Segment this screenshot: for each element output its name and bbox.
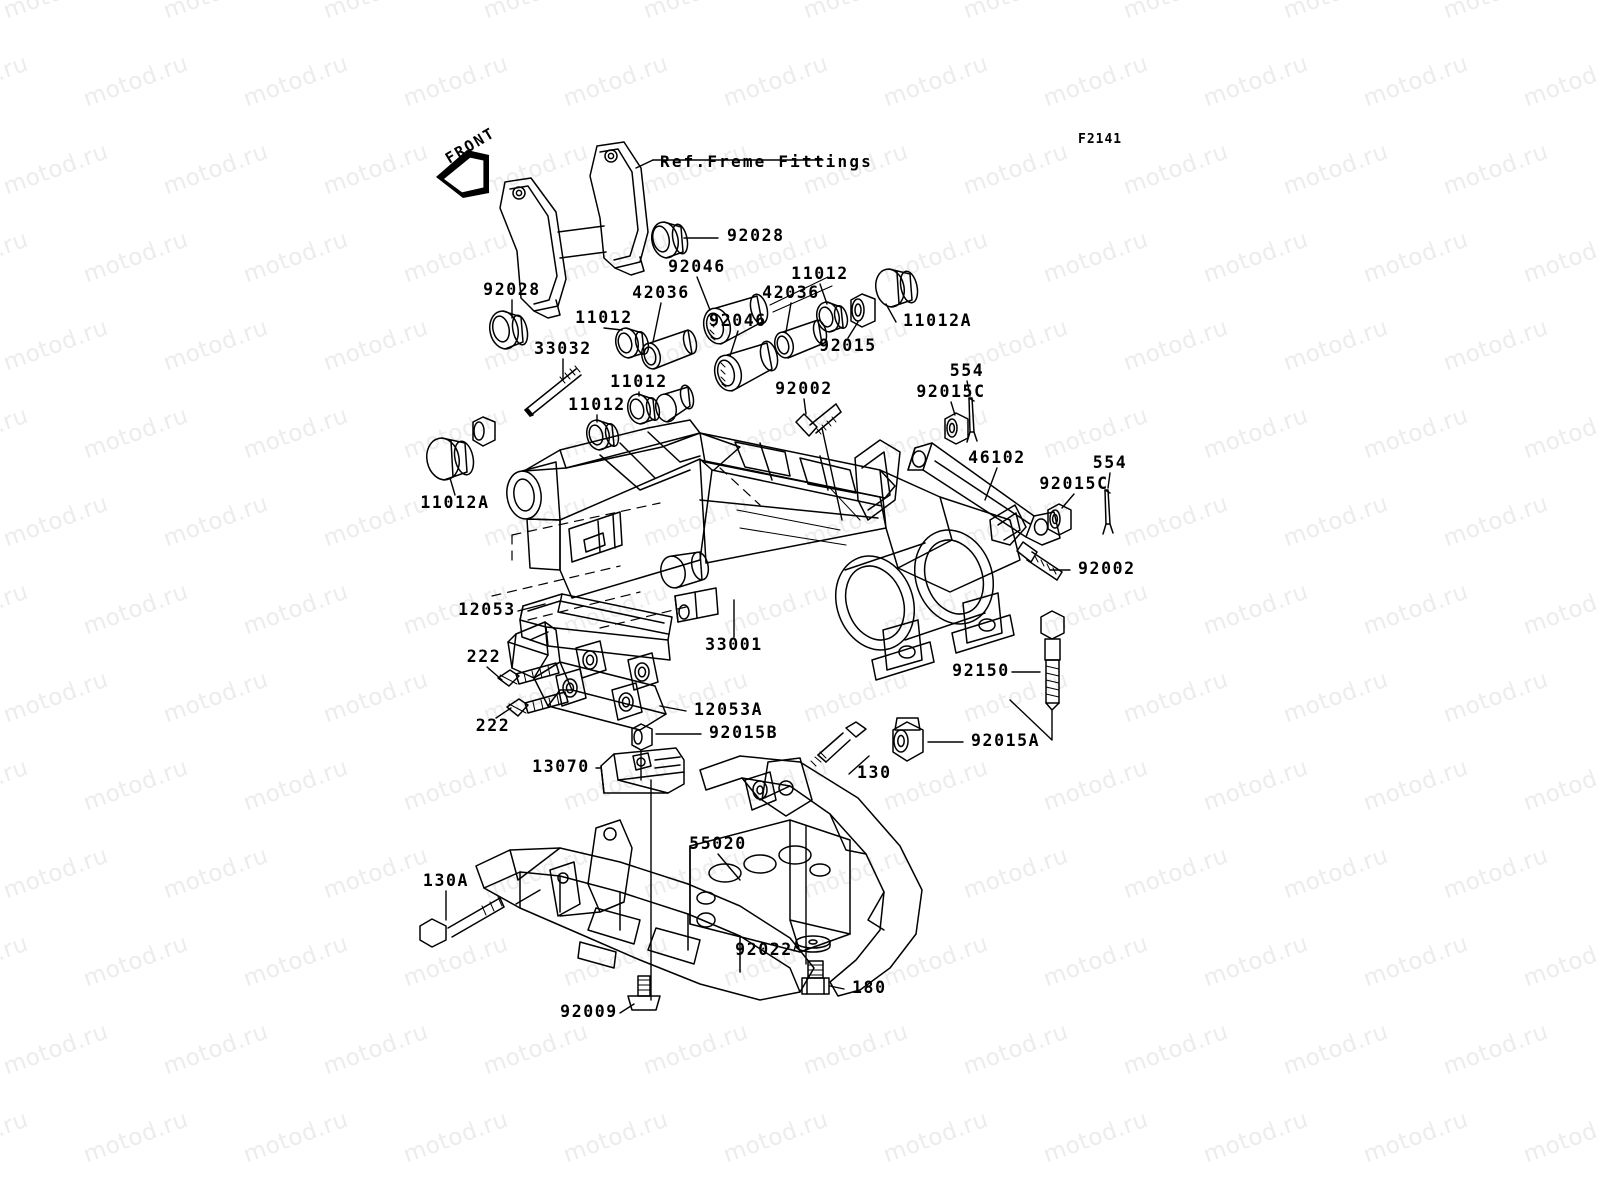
part-callout-222[interactable]: 222 <box>466 647 502 666</box>
part-callout-11012[interactable]: 11012 <box>610 372 668 391</box>
part-callout-46102[interactable]: 46102 <box>968 448 1026 467</box>
frame-fitting-bracket <box>488 141 689 350</box>
part-callout-13070[interactable]: 13070 <box>532 757 590 776</box>
chain-cover-55020 <box>475 755 923 1001</box>
part-callout-92015c[interactable]: 92015C <box>916 382 986 401</box>
part-callout-42036[interactable]: 42036 <box>632 283 690 302</box>
part-callout-92015c[interactable]: 92015C <box>1039 474 1109 493</box>
part-callout-11012[interactable]: 11012 <box>568 395 626 414</box>
chain-slider-12053A <box>507 621 667 731</box>
part-callout-92046[interactable]: 92046 <box>668 257 726 276</box>
part-callout-92015[interactable]: 92015 <box>819 336 877 355</box>
part-callout-33032[interactable]: 33032 <box>534 339 592 358</box>
part-callout-130a[interactable]: 130A <box>422 871 470 890</box>
part-callout-11012[interactable]: 11012 <box>575 308 633 327</box>
bolt-92002-upper <box>795 403 842 437</box>
guide-13070 <box>600 747 685 794</box>
part-callout-92015a[interactable]: 92015A <box>971 731 1041 750</box>
part-callout-92046[interactable]: 92046 <box>709 311 767 330</box>
diagram-code: F2141 <box>1078 132 1123 147</box>
bolt-130 <box>810 721 867 767</box>
reference-note: Ref.Freme Fittings <box>660 152 873 171</box>
chain-adjuster-46102 <box>907 442 1061 546</box>
part-callout-554[interactable]: 554 <box>1092 453 1128 472</box>
part-callout-12053[interactable]: 12053 <box>458 600 516 619</box>
part-callout-92028[interactable]: 92028 <box>727 226 785 245</box>
washer-92022 <box>795 935 831 953</box>
part-callout-12053a[interactable]: 12053A <box>694 700 764 719</box>
part-callout-92009[interactable]: 92009 <box>560 1002 618 1021</box>
part-callout-92002[interactable]: 92002 <box>1078 559 1136 578</box>
part-callout-92002[interactable]: 92002 <box>775 379 833 398</box>
part-callout-11012a[interactable]: 11012A <box>903 311 973 330</box>
part-callout-11012[interactable]: 11012 <box>791 264 849 283</box>
chain-adjuster-hardware-upper <box>944 397 978 445</box>
screws-222 <box>497 662 569 717</box>
chain-guide-12053 <box>519 593 673 661</box>
part-callout-130[interactable]: 130 <box>857 763 892 782</box>
part-callout-33001[interactable]: 33001 <box>705 635 763 654</box>
bolt-180 <box>801 960 830 995</box>
part-callout-55020[interactable]: 55020 <box>689 834 747 853</box>
leader-lines <box>445 159 1111 1014</box>
leader-lines-thin <box>769 276 833 313</box>
part-callout-222[interactable]: 222 <box>475 716 511 735</box>
part-callout-42036[interactable]: 42036 <box>762 283 820 302</box>
bolt-92002-right <box>1016 541 1063 581</box>
part-callout-92150[interactable]: 92150 <box>952 661 1010 680</box>
chain-adjuster-hardware-lower <box>1047 489 1114 536</box>
part-callout-554[interactable]: 554 <box>949 361 985 380</box>
pivot-hardware-group <box>426 268 919 481</box>
part-callout-11012a[interactable]: 11012A <box>420 493 490 512</box>
part-callout-180[interactable]: 180 <box>852 978 887 997</box>
part-callout-92028[interactable]: 92028 <box>483 280 541 299</box>
part-callout-92022[interactable]: 92022 <box>735 940 793 959</box>
swingarm-body-33001 <box>491 419 1027 681</box>
nut-92015A <box>892 717 924 762</box>
nut-92015B <box>631 723 653 751</box>
front-direction-marker <box>436 150 489 198</box>
part-callout-92015b[interactable]: 92015B <box>709 723 779 742</box>
bolt-130A <box>419 896 505 948</box>
